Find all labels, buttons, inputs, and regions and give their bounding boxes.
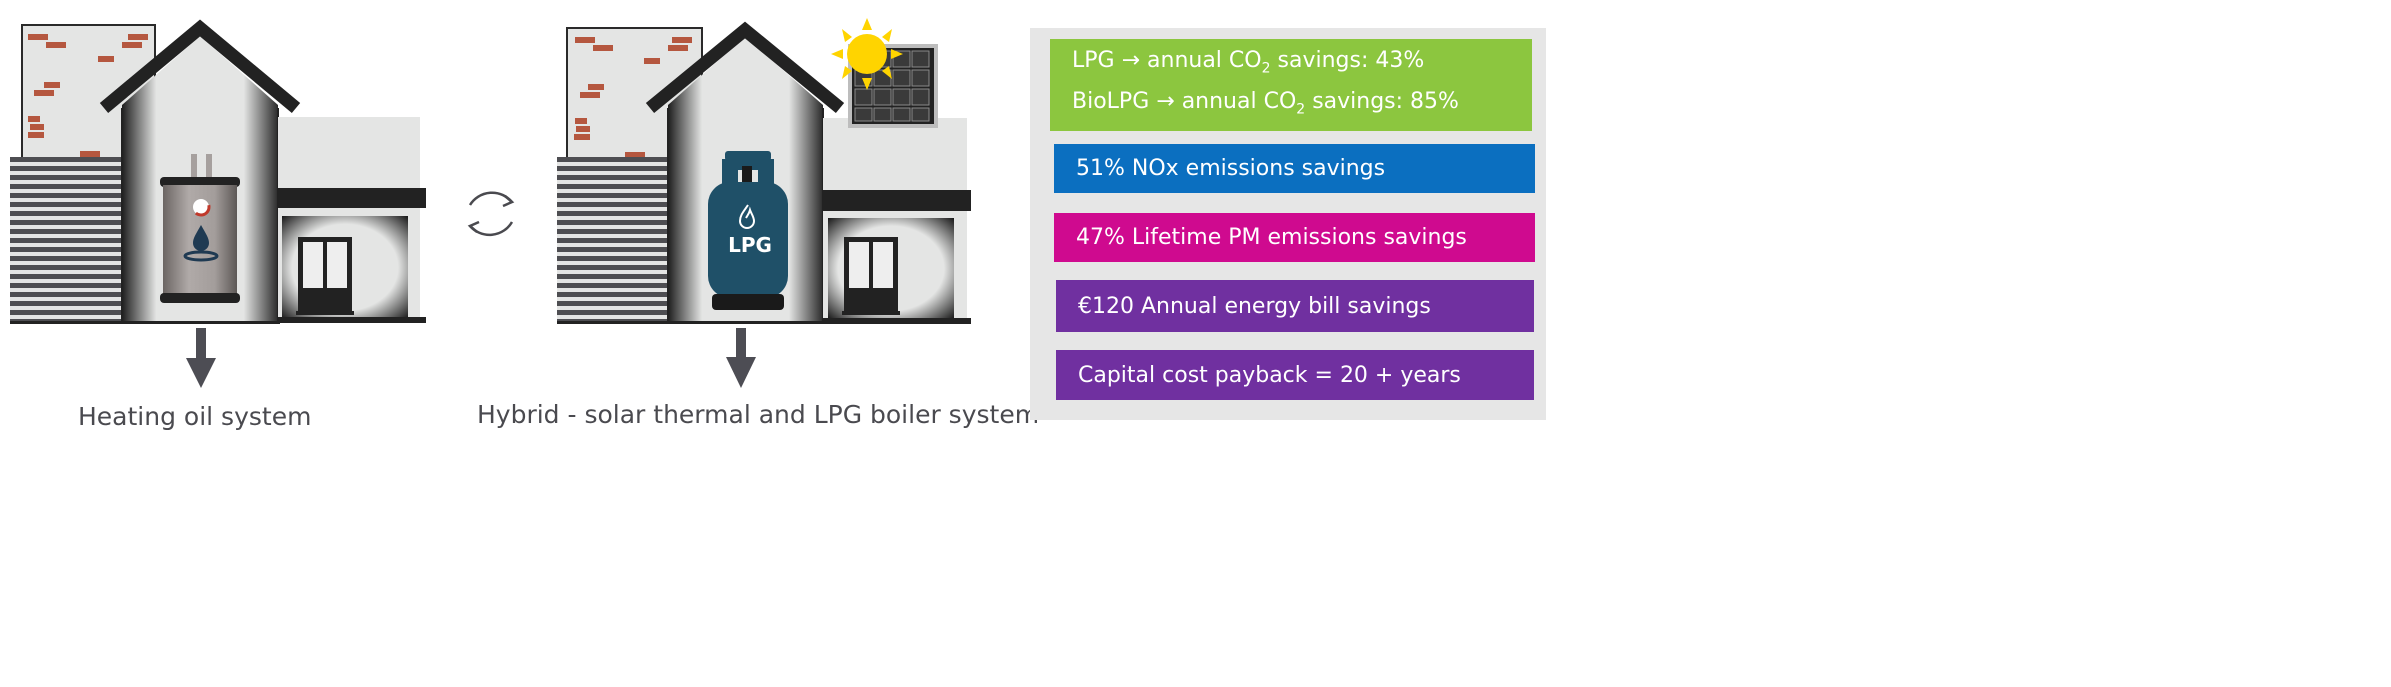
arrow-right-icon: → xyxy=(1121,47,1141,73)
down-arrow-icon xyxy=(186,328,216,388)
down-arrow-icon xyxy=(726,328,756,388)
sun-icon xyxy=(831,18,903,90)
nox-savings-bar: 51% NOx emissions savings xyxy=(1054,144,1535,193)
left-house xyxy=(10,19,426,388)
left-siding xyxy=(10,157,122,323)
left-bricks xyxy=(28,34,148,157)
right-bricks xyxy=(574,37,692,158)
biolpg-label: BioLPG xyxy=(1072,89,1150,114)
biolpg-co2-value: savings: 85% xyxy=(1312,89,1459,114)
heating-oil-caption: Heating oil system xyxy=(78,402,312,431)
lpg-co2-line: LPG → annual CO2 savings: 43% xyxy=(1072,44,1532,85)
solar-panel-icon xyxy=(848,44,938,128)
co2-text: annual CO xyxy=(1181,89,1297,114)
left-extension-band xyxy=(278,188,426,208)
left-roof xyxy=(99,19,301,113)
oil-boiler-icon xyxy=(160,154,240,303)
bill-savings-bar: €120 Annual energy bill savings xyxy=(1056,280,1534,332)
right-roof xyxy=(645,21,845,114)
hybrid-system-caption: Hybrid - solar thermal and LPG boiler sy… xyxy=(477,400,1040,429)
house-comparison-illustration: LPG xyxy=(10,18,971,388)
co2-subscript: 2 xyxy=(1261,60,1271,76)
left-door xyxy=(296,237,354,315)
right-siding xyxy=(557,157,669,323)
co2-subscript: 2 xyxy=(1296,101,1306,118)
right-door xyxy=(842,237,900,315)
right-extension-band xyxy=(823,190,971,211)
co2-savings-bar: LPG → annual CO2 savings: 43% BioLPG → a… xyxy=(1050,39,1532,131)
co2-text: annual CO xyxy=(1147,47,1262,73)
biolpg-co2-line: BioLPG → annual CO2 savings: 85% xyxy=(1072,85,1532,126)
lpg-label: LPG xyxy=(1072,47,1115,73)
pm-savings-bar: 47% Lifetime PM emissions savings xyxy=(1054,213,1535,262)
lpg-cylinder-icon: LPG xyxy=(708,151,788,310)
benefits-panel: LPG → annual CO2 savings: 43% BioLPG → a… xyxy=(1030,28,1546,420)
payback-bar: Capital cost payback = 20 + years xyxy=(1056,350,1534,400)
right-house: LPG xyxy=(557,18,971,388)
arrow-right-icon: → xyxy=(1156,89,1175,114)
cylinder-lpg-label: LPG xyxy=(728,233,772,257)
exchange-cycle-icon xyxy=(467,191,515,237)
lpg-co2-value: savings: 43% xyxy=(1277,47,1425,73)
